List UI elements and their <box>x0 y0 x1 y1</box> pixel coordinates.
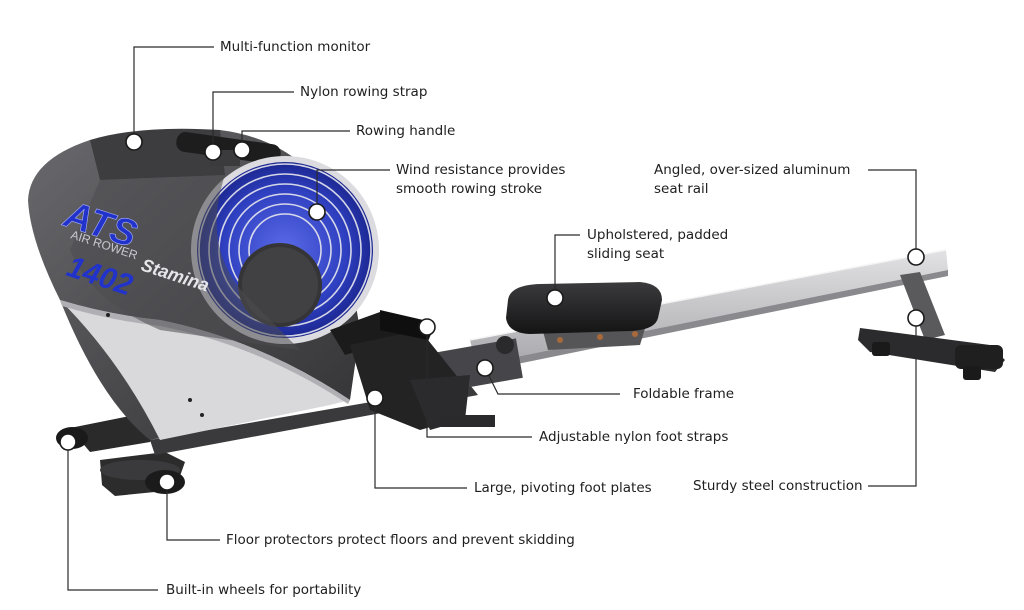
label-wind-resistance: Wind resistance provides smooth rowing s… <box>396 161 565 199</box>
label-plates-text: Large, pivoting foot plates <box>474 480 652 496</box>
dot-rail <box>907 248 925 266</box>
dot-wheels <box>59 433 77 451</box>
fan-cover <box>70 175 300 350</box>
dot-plates <box>366 389 384 407</box>
label-nylon-rowing-strap: Nylon rowing strap <box>300 83 427 102</box>
dot-wind <box>308 203 326 221</box>
sliding-seat <box>506 282 662 350</box>
label-floor-text: Floor protectors protect floors and prev… <box>226 532 575 548</box>
label-seat-rail: Angled, over-sized aluminum seat rail <box>654 161 850 199</box>
label-handle-text: Rowing handle <box>356 123 456 139</box>
label-padded-seat: Upholstered, padded sliding seat <box>587 226 728 264</box>
leader-monitor <box>133 46 214 142</box>
rear-stabilizer <box>858 272 1005 380</box>
leader-wheels <box>67 442 158 591</box>
leader-seat <box>554 234 580 298</box>
dot-floor <box>158 473 176 491</box>
label-wheels-text: Built-in wheels for portability <box>166 582 362 598</box>
callout-dots <box>59 133 925 491</box>
label-steel-construction: Sturdy steel construction <box>693 477 863 496</box>
label-seat-line1: Upholstered, padded <box>587 227 729 243</box>
leader-straps <box>426 327 532 438</box>
label-rowing-handle: Rowing handle <box>356 122 455 141</box>
leader-floor <box>166 482 220 541</box>
label-multi-function-monitor: Multi-function monitor <box>220 38 370 57</box>
dot-steel <box>907 309 925 327</box>
leader-frame <box>484 367 620 395</box>
rower-machine: ATS AIR ROWER 1402 Stamina <box>28 128 1005 496</box>
label-wind-line1: Wind resistance provides <box>396 162 566 178</box>
label-built-in-wheels: Built-in wheels for portability <box>166 581 361 600</box>
label-foldable-frame: Foldable frame <box>633 385 734 404</box>
label-rail-line1: Angled, over-sized aluminum <box>654 162 851 178</box>
label-foot-straps: Adjustable nylon foot straps <box>539 428 728 447</box>
leader-plates <box>374 398 467 489</box>
dot-frame <box>476 359 494 377</box>
label-steel-text: Sturdy steel construction <box>693 478 863 494</box>
label-seat-line2: sliding seat <box>587 246 665 262</box>
leader-lines <box>67 46 917 591</box>
dot-strap <box>204 143 222 161</box>
dot-monitor <box>125 133 143 151</box>
label-monitor-text: Multi-function monitor <box>220 39 371 55</box>
label-straps-text: Adjustable nylon foot straps <box>539 429 729 445</box>
label-strap-text: Nylon rowing strap <box>300 84 428 100</box>
label-wind-line2: smooth rowing stroke <box>396 181 543 197</box>
dot-seat <box>546 289 564 307</box>
label-rail-line2: seat rail <box>654 181 709 197</box>
dot-handle <box>233 141 251 159</box>
leader-steel <box>868 318 917 487</box>
leader-rail <box>868 169 917 257</box>
label-foot-plates: Large, pivoting foot plates <box>474 479 652 498</box>
leader-strap <box>212 91 294 152</box>
label-floor-protectors: Floor protectors protect floors and prev… <box>226 531 575 550</box>
leader-wind <box>316 169 390 212</box>
dot-straps <box>418 318 436 336</box>
label-frame-text: Foldable frame <box>633 386 735 402</box>
